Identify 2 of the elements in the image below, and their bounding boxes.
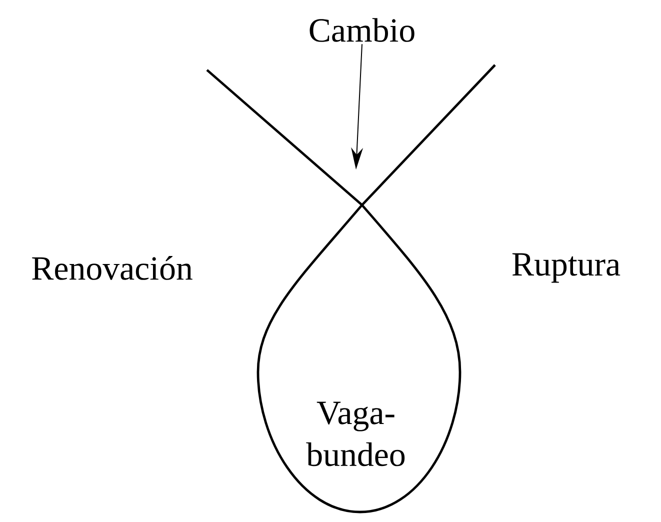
- text-label: Cambio: [310, 18, 414, 42]
- loop-curve: Vaga- bundeo: [206, 64, 496, 514]
